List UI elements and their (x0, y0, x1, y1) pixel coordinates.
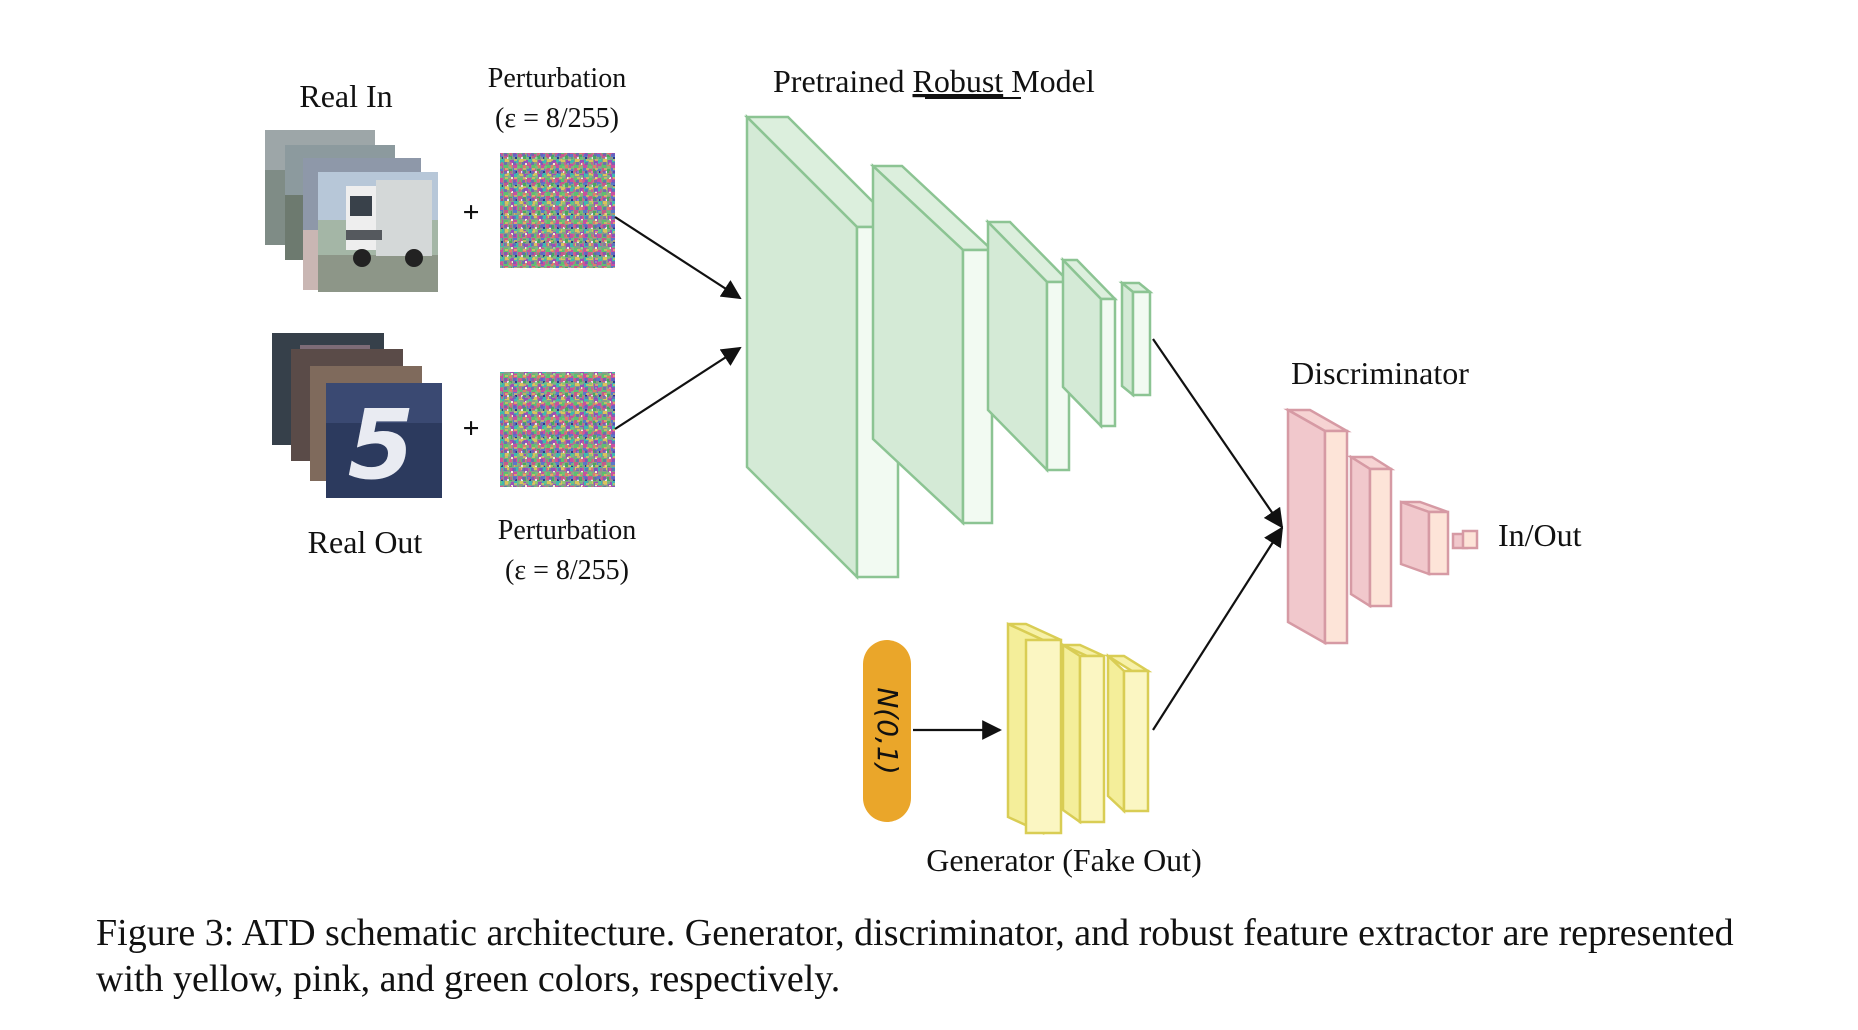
arrow-perturbation-top-to-model (614, 216, 742, 300)
pink-block-4 (1451, 529, 1479, 550)
yellow-block-3 (1103, 653, 1153, 814)
yellow-block-1 (1006, 622, 1063, 835)
arrow-model-to-discriminator (1152, 338, 1284, 529)
plus-sign-top: + (462, 196, 479, 229)
pink-block-2 (1346, 454, 1396, 609)
generator (1006, 622, 1153, 835)
robust-feature-extractor (743, 113, 1154, 581)
perturbation-top-label: Perturbation (488, 63, 626, 94)
in-out-label: In/Out (1498, 517, 1582, 553)
digit-five: 5 (348, 389, 415, 501)
real-in-image-stack (265, 130, 438, 292)
real-out-label: Real Out (308, 524, 423, 560)
noise-source: N(0,1) (863, 640, 911, 822)
perturbation-top-epsilon: (ε = 8/255) (495, 103, 619, 134)
real-in-label: Real In (299, 78, 392, 114)
discriminator (1283, 407, 1479, 646)
arrow-generator-to-discriminator (1152, 526, 1284, 731)
truck-image (318, 172, 438, 292)
perturbation-noise-top (500, 153, 615, 268)
perturbation-bottom-epsilon: (ε = 8/255) (505, 555, 629, 586)
figure-caption: Figure 3: ATD schematic architecture. Ge… (96, 912, 1734, 1000)
yellow-block-2 (1061, 642, 1106, 825)
pink-block-1 (1283, 407, 1352, 646)
generator-label: Generator (Fake Out) (926, 842, 1201, 878)
green-block-5 (1118, 280, 1154, 398)
perturbation-bottom-label: Perturbation (498, 515, 636, 546)
green-block-3 (985, 218, 1072, 474)
perturbation-noise-bottom (500, 372, 615, 487)
architecture-diagram: 5 + + Real In Real Out Perturbation (ε =… (265, 63, 1582, 878)
green-block-4 (1060, 256, 1118, 430)
pretrained-model-title: Pretrained Robust Model (773, 63, 1095, 99)
noise-pill (863, 640, 911, 822)
discriminator-label: Discriminator (1291, 355, 1469, 391)
noise-distribution-label: N(0,1) (871, 687, 904, 774)
arrow-perturbation-bottom-to-model (614, 346, 742, 430)
pink-block-3 (1399, 500, 1450, 576)
real-out-image-stack: 5 (272, 333, 442, 501)
plus-sign-bottom: + (462, 412, 479, 445)
